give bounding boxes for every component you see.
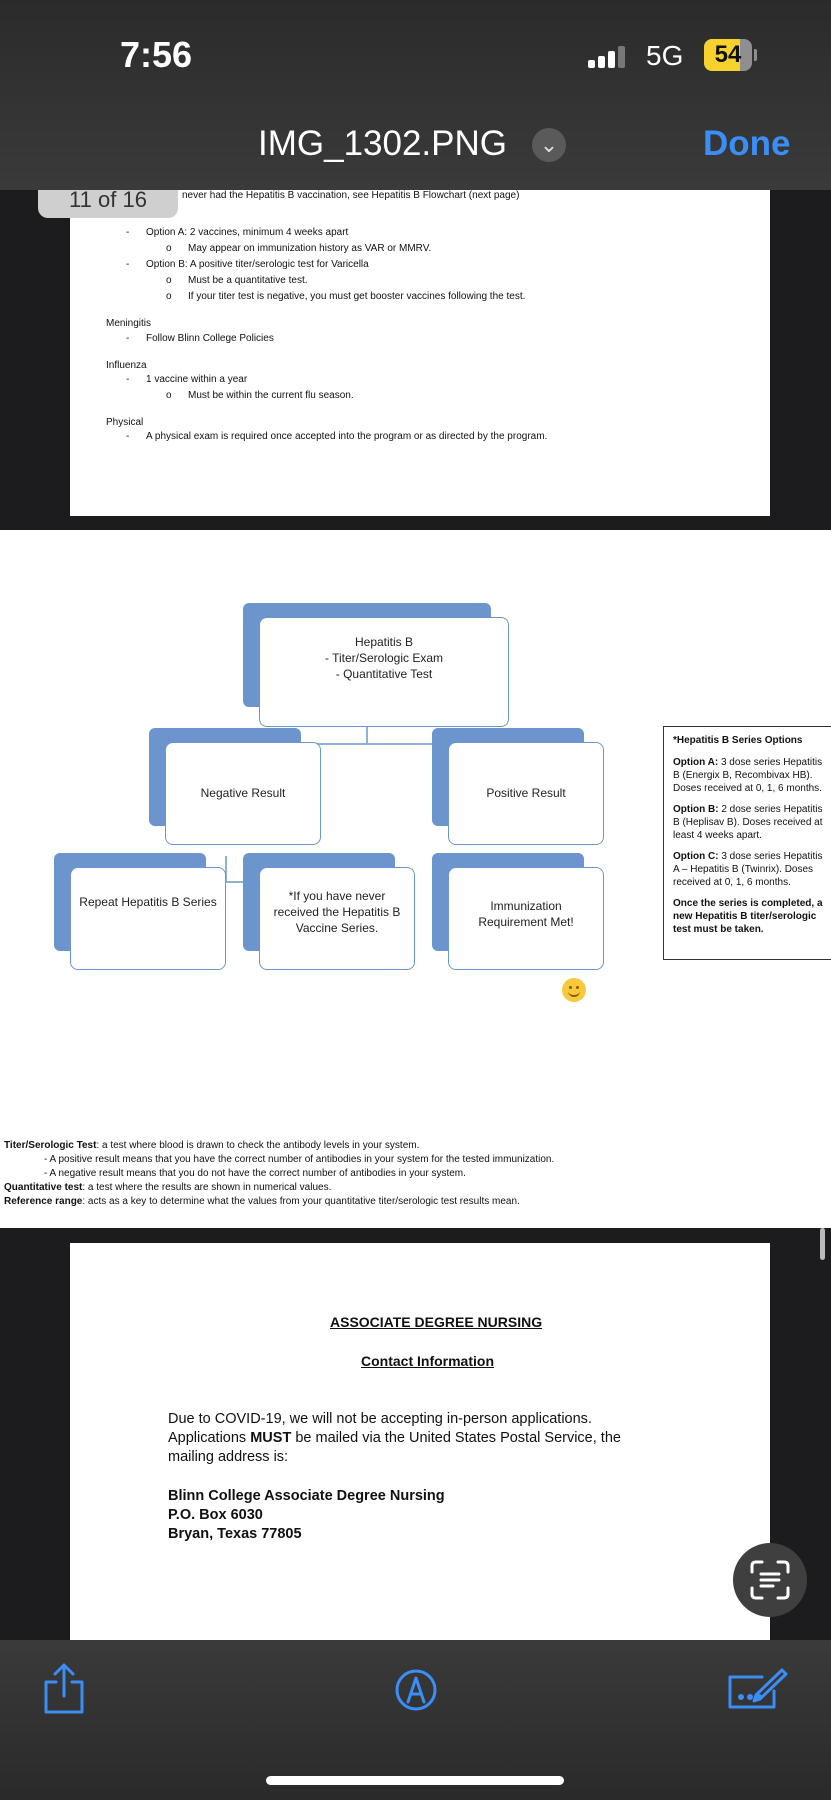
home-indicator	[266, 1776, 564, 1785]
share-button[interactable]	[40, 1662, 88, 1716]
markup-icon	[395, 1669, 437, 1711]
option-b-label: Option B:	[673, 804, 719, 815]
options-title: *Hepatitis B Series Options	[673, 735, 803, 746]
top-bar	[0, 0, 831, 190]
option-c-l1: 3 dose series Hepatitis	[721, 851, 823, 862]
met-line2: Requirement Met!	[478, 915, 574, 929]
address-line1: Blinn College Associate Degree Nursing	[168, 1488, 445, 1504]
battery-level: 54	[714, 41, 742, 68]
document-page-2: Hepatitis B - Titer/Serologic Exam - Qua…	[0, 530, 831, 1228]
never-line3: Vaccine Series.	[295, 921, 379, 935]
live-text-button[interactable]	[733, 1543, 807, 1617]
contact-heading: Contact Information	[361, 1353, 494, 1369]
physical-heading: Physical	[106, 417, 144, 428]
option-c-l2: A – Hepatitis B (Twinrix). Doses	[673, 864, 814, 875]
covid-notice: Due to COVID-19, we will not be acceptin…	[168, 1411, 592, 1427]
address-line2: P.O. Box 6030	[168, 1507, 263, 1523]
repeat-series-box: Repeat Hepatitis B Series	[70, 867, 226, 970]
adn-heading: ASSOCIATE DEGREE NURSING	[330, 1314, 543, 1330]
hep-b-options-box: *Hepatitis B Series Options Option A: 3 …	[663, 726, 831, 960]
bottom-toolbar	[0, 1640, 831, 1800]
option-a-l3: Doses received at 0, 1, 6 months.	[673, 783, 822, 794]
repeat-series-label: Repeat Hepatitis B Series	[79, 895, 217, 909]
option-c-l3: received at 0, 1, 6 months.	[673, 877, 791, 888]
options-note-l1: Once the series is completed, a	[673, 898, 823, 909]
mail-address-intro: mailing address is:	[168, 1449, 289, 1465]
option-a-label: Option A:	[673, 757, 719, 768]
meningitis-item: Follow Blinn College Policies	[146, 333, 274, 344]
document-page-3: ASSOCIATE DEGREE NURSING Contact Informa…	[70, 1243, 770, 1640]
varicella-option-a: Option A: 2 vaccines, minimum 4 weeks ap…	[146, 227, 349, 238]
mail-instruction: Applications MUST be mailed via the Unit…	[168, 1430, 621, 1446]
never-vaccinated-box: *If you have never received the Hepatiti…	[259, 867, 415, 970]
def-titer: Titer/Serologic Test: a test where blood…	[4, 1140, 420, 1151]
hep-b-title: Hepatitis B	[354, 635, 414, 649]
options-note-l2: new Hepatitis B titer/serologic	[673, 911, 817, 922]
scrollbar[interactable]	[820, 1228, 825, 1260]
influenza-item: 1 vaccine within a year	[146, 374, 248, 385]
def-reference: Reference range: acts as a key to determ…	[4, 1196, 520, 1207]
edit-more-icon	[728, 1668, 788, 1709]
status-time: 7:56	[120, 34, 193, 75]
option-b-l3: least 4 weeks apart.	[673, 830, 762, 841]
address-line3: Bryan, Texas 77805	[168, 1526, 302, 1542]
requirement-met-box: Immunization Requirement Met!	[448, 867, 604, 970]
share-icon	[44, 1663, 84, 1714]
varicella-option-b: Option B: A positive titer/serologic tes…	[146, 259, 369, 270]
negative-result-box: Negative Result	[165, 742, 321, 845]
hep-b-note: never had the Hepatitis B vaccination, s…	[182, 190, 520, 201]
hep-b-titer: - Titer/Serologic Exam	[324, 651, 444, 665]
done-button[interactable]: Done	[703, 124, 791, 163]
option-a-l1: 3 dose series Hepatitis	[720, 757, 823, 768]
varicella-option-b-note1: Must be a quantitative test.	[188, 275, 308, 286]
options-note-l3: test must be taken.	[673, 924, 764, 935]
varicella-option-b-note2: If your titer test is negative, you must…	[188, 291, 526, 302]
markup-button[interactable]	[394, 1668, 438, 1712]
option-b-l1: 2 dose series Hepatitis	[721, 804, 823, 815]
document-page-1: never had the Hepatitis B vaccination, s…	[70, 190, 770, 516]
option-b-l2: B (Heplisav B). Doses received at	[673, 817, 823, 828]
physical-item: A physical exam is required once accepte…	[146, 431, 548, 442]
negative-result-label: Negative Result	[200, 786, 286, 800]
network-label: 5G	[646, 40, 684, 71]
live-text-icon	[750, 1560, 790, 1600]
meningitis-heading: Meningitis	[106, 318, 152, 329]
document-viewer[interactable]: never had the Hepatitis B vaccination, s…	[0, 190, 831, 1640]
positive-result-box: Positive Result	[448, 742, 604, 845]
def-quantitative: Quantitative test: a test where the resu…	[4, 1182, 332, 1193]
option-c-label: Option C:	[673, 851, 719, 862]
met-line1: Immunization	[490, 899, 562, 913]
smiley-icon	[562, 978, 586, 1002]
battery-icon: 54	[704, 39, 752, 71]
chevron-down-icon[interactable]: ⌄	[532, 128, 566, 162]
file-title[interactable]: IMG_1302.PNG	[258, 124, 507, 163]
varicella-option-a-note: May appear on immunization history as VA…	[188, 243, 432, 254]
influenza-heading: Influenza	[106, 360, 147, 371]
signal-icon	[588, 44, 628, 68]
hep-b-quant: - Quantitative Test	[335, 667, 433, 681]
def-negative: - A negative result means that you do no…	[44, 1168, 466, 1179]
more-options-button[interactable]	[726, 1667, 788, 1713]
influenza-note: Must be within the current flu season.	[188, 390, 354, 401]
def-positive: - A positive result means that you have …	[44, 1154, 555, 1165]
never-line1: *If you have never	[288, 889, 386, 903]
hepatitis-b-test-box: Hepatitis B - Titer/Serologic Exam - Qua…	[259, 617, 509, 727]
option-a-l2: B (Energix B, Recombivax HB).	[673, 770, 813, 781]
battery-tip	[754, 49, 757, 61]
positive-result-label: Positive Result	[486, 786, 566, 800]
never-line2: received the Hepatitis B	[273, 905, 401, 919]
page-indicator: 11 of 16	[38, 190, 178, 218]
